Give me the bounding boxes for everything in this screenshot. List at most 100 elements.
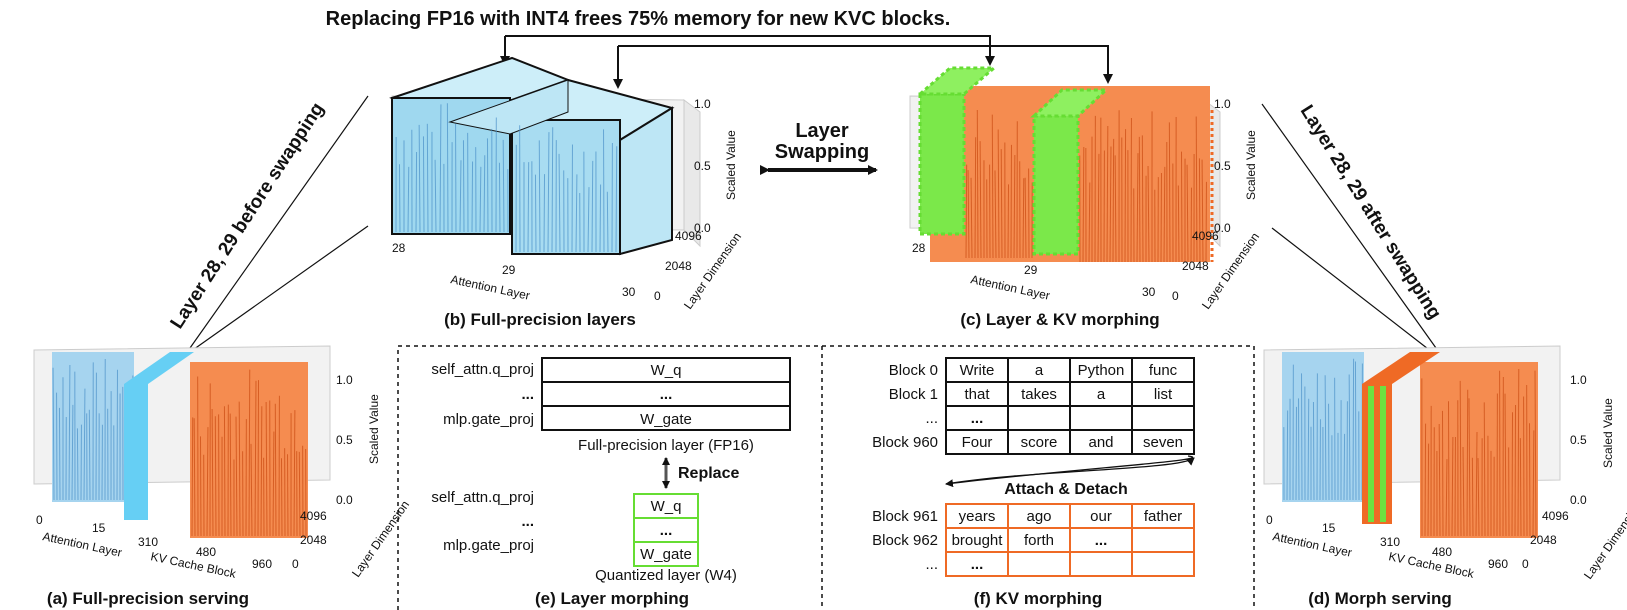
value-line: [1307, 398, 1310, 501]
value-line: [1438, 423, 1441, 537]
swap-label-line2: Swapping: [775, 141, 869, 163]
dx-tick-480: 480: [1432, 545, 1452, 559]
kv-top-token: a: [1097, 386, 1106, 403]
value-line: [257, 380, 260, 537]
dx-tick-310: 310: [1380, 535, 1400, 549]
ax-label-layer: Attention Layer: [41, 529, 123, 559]
dx-label-layer: Attention Layer: [1271, 529, 1353, 559]
value-line: [71, 404, 74, 501]
value-line: [1007, 184, 1010, 259]
bx-tick-29: 29: [502, 263, 516, 277]
q-cell: W_gate: [640, 546, 692, 563]
value-line: [527, 162, 530, 253]
ax-tick-480: 480: [196, 545, 216, 559]
ay-tick-4096: 4096: [300, 509, 327, 523]
value-line: [1459, 380, 1462, 537]
dy-tick-0: 0: [1522, 557, 1529, 571]
value-line: [1451, 437, 1454, 537]
kv-top-block-label: Block 0: [889, 362, 938, 379]
value-line: [88, 409, 91, 501]
value-line: [551, 127, 554, 253]
value-line: [1106, 126, 1109, 263]
layer-29-front: [511, 119, 621, 255]
top-arrows: [500, 35, 1113, 89]
value-line: [459, 160, 462, 233]
panel-a-full-precision-serving: 0 15 310 480 960 Attention Layer KV Cach…: [33, 345, 412, 608]
caption-e: (e) Layer morphing: [535, 589, 689, 608]
value-line: [83, 388, 86, 501]
value-line: [191, 417, 194, 537]
value-line: [1198, 158, 1201, 263]
swap-label-line1: Layer: [795, 120, 849, 142]
q-weight-table: [633, 493, 699, 567]
kv-top-token: score: [1021, 434, 1058, 451]
value-line: [1024, 177, 1027, 259]
value-line: [1147, 166, 1150, 263]
value-line: [1109, 146, 1112, 263]
value-line: [979, 141, 982, 259]
caption-d: (d) Morph serving: [1308, 589, 1452, 608]
callout-line: [1261, 103, 1437, 349]
value-line: [1528, 423, 1531, 537]
callout-left-label: Layer 28, 29 before swapping: [167, 99, 329, 333]
kv-top-token: ...: [971, 410, 984, 427]
replace-label: Replace: [678, 465, 739, 482]
value-line: [398, 164, 401, 233]
int4-layer-28: [918, 92, 966, 236]
value-line: [223, 406, 226, 537]
caption-a: (a) Full-precision serving: [47, 589, 249, 608]
value-line: [599, 184, 602, 253]
value-line: [68, 364, 71, 501]
value-line: [534, 174, 537, 253]
value-line: [1468, 398, 1471, 537]
value-line: [486, 138, 489, 233]
value-line: [439, 104, 442, 233]
value-line: [974, 137, 977, 259]
value-line: [214, 416, 217, 537]
value-line: [991, 114, 994, 259]
ay-tick-0: 0: [292, 557, 299, 571]
value-line: [1475, 431, 1478, 537]
callout-left: Layer 28, 29 before swapping: [167, 95, 369, 353]
layer-29-side: [619, 106, 673, 256]
value-line: [543, 174, 546, 253]
cz-label: Scaled Value: [1244, 130, 1258, 200]
value-line: [1483, 402, 1486, 537]
fp-cell: W_gate: [640, 411, 692, 428]
value-line: [1013, 154, 1016, 259]
value-line: [591, 160, 594, 253]
value-line: [1195, 116, 1198, 263]
swapped-layer-highlight: [124, 352, 194, 520]
value-line: [483, 155, 486, 233]
kv-top-cell: [1131, 429, 1195, 455]
value-line: [1447, 401, 1450, 537]
fp-weight-table: [541, 357, 791, 431]
value-line: [1112, 138, 1115, 263]
fp-layer-label: Full-precision layer (FP16): [578, 437, 754, 454]
cx-tick-28: 28: [912, 241, 926, 255]
kv-bottom-token: ago: [1026, 508, 1051, 525]
cx-tick-29: 29: [1024, 263, 1038, 277]
callout-right: Layer 28, 29 after swapping: [1261, 102, 1445, 353]
value-line: [199, 436, 202, 537]
int4-layer-28-top: [915, 66, 999, 96]
value-line: [434, 159, 437, 233]
value-line: [1477, 458, 1480, 537]
dy-label: Layer Dimension: [1581, 500, 1627, 582]
value-line: [418, 124, 421, 233]
value-line: [547, 132, 550, 253]
dz-label: Scaled Value: [1601, 398, 1615, 468]
value-line: [1114, 155, 1117, 263]
value-line: [1324, 375, 1327, 501]
dz-tick-0: 0.0: [1570, 493, 1587, 507]
value-line: [994, 170, 997, 259]
bz-tick-1: 1.0: [694, 97, 711, 111]
callout-right-label: Layer 28, 29 after swapping: [1296, 102, 1445, 324]
value-line: [250, 443, 253, 537]
value-line: [1177, 185, 1180, 263]
value-line: [1462, 446, 1465, 537]
value-lines: [1283, 358, 1537, 537]
panel-d-morph-serving: 0 15 310 480 960 Attention Layer KV Cach…: [1263, 345, 1627, 608]
kv-top-cell: [1007, 405, 1071, 431]
panel-b-full-precision-layers: 28 29 30 Attention Layer 0 2048 4096 Lay…: [389, 56, 744, 329]
